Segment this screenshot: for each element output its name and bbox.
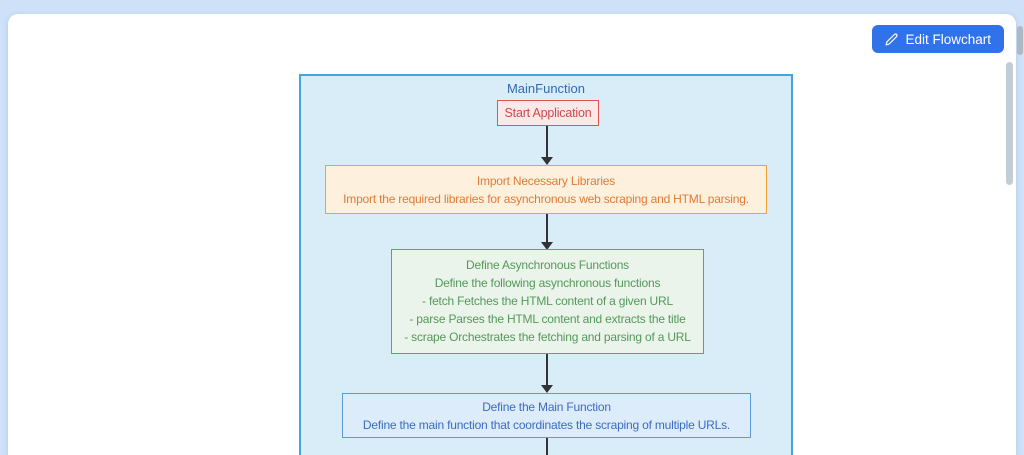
node-title: Define the Main Function (482, 400, 611, 414)
cluster-title: MainFunction (506, 81, 586, 96)
flow-arrow-line (546, 214, 548, 243)
node-define-main-function: Define the Main Function Define the main… (342, 393, 751, 438)
flow-arrow-line (546, 354, 548, 386)
flow-arrow-line (546, 438, 548, 455)
page-scrollbar-thumb[interactable] (1017, 26, 1023, 55)
node-title: Define Asynchronous Functions (466, 258, 629, 272)
node-title: Start Application (504, 106, 592, 120)
node-define-async-functions: Define Asynchronous Functions Define the… (391, 249, 704, 354)
node-start-application: Start Application (497, 100, 599, 126)
node-import-libraries: Import Necessary Libraries Import the re… (325, 165, 767, 214)
node-line: - scrape Orchestrates the fetching and p… (404, 330, 691, 344)
node-line: Define the following asynchronous functi… (434, 276, 661, 290)
node-line: Import the required libraries for asynch… (343, 192, 749, 206)
edit-flowchart-button[interactable]: Edit Flowchart (872, 25, 1004, 53)
node-title: Import Necessary Libraries (476, 174, 616, 188)
flowchart-panel: Edit Flowchart MainFunction Start Applic… (8, 14, 1016, 455)
panel-scrollbar-thumb[interactable] (1006, 62, 1013, 185)
node-line: - parse Parses the HTML content and extr… (409, 312, 686, 326)
node-line: Define the main function that coordinate… (362, 418, 731, 432)
node-line: - fetch Fetches the HTML content of a gi… (422, 294, 673, 308)
flow-arrow-line (546, 126, 548, 158)
pencil-icon (885, 32, 898, 46)
flowchart-cluster-mainfunction: MainFunction Start Application Import Ne… (299, 74, 793, 455)
edit-flowchart-label: Edit Flowchart (905, 31, 991, 47)
flow-arrowhead-icon (541, 242, 553, 250)
flow-arrowhead-icon (541, 385, 553, 393)
flow-arrowhead-icon (541, 157, 553, 165)
